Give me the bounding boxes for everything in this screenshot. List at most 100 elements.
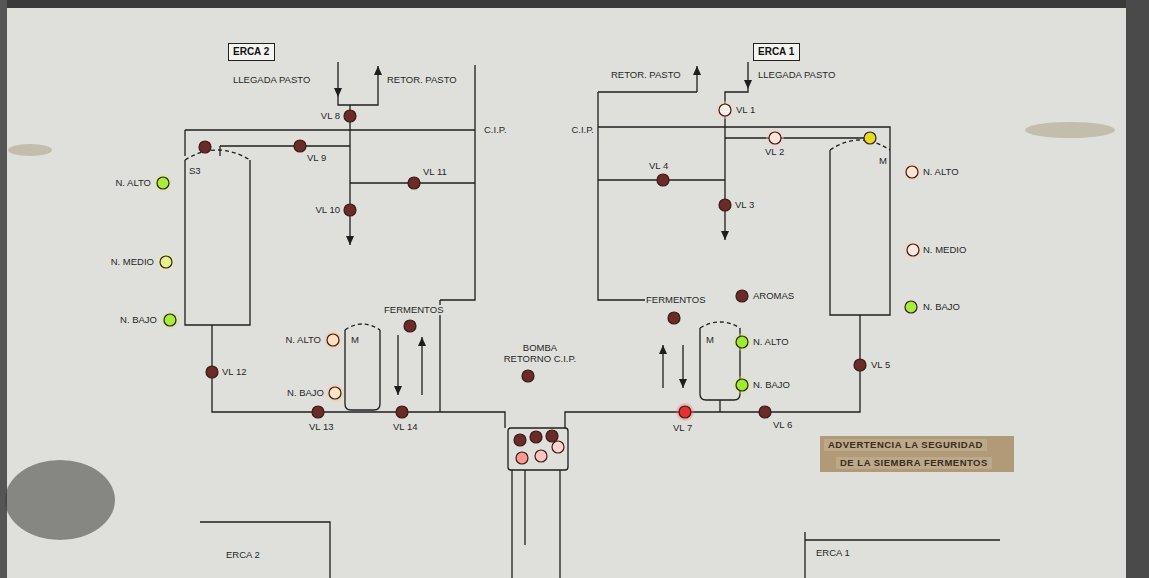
arrow-head [334, 88, 342, 97]
pipe [338, 62, 378, 105]
panel-label: M [878, 156, 888, 167]
panel-label: C.I.P. [483, 125, 508, 136]
lamp-green [164, 314, 176, 326]
panel-label: VL 2 [764, 147, 785, 158]
lamp-lit [327, 334, 339, 346]
panel-label: FERMENTOS [645, 295, 706, 306]
lamp-lit [907, 244, 919, 256]
lamp-glow [157, 253, 175, 271]
pipe [220, 145, 350, 146]
lamp-glow [733, 333, 751, 351]
pipe [598, 92, 650, 300]
arrow-head [374, 66, 382, 75]
panel-label: VL 8 [320, 111, 341, 122]
lamp-lit [552, 441, 564, 453]
pipe [440, 65, 475, 300]
lamp-off [514, 434, 526, 446]
tank-top [185, 150, 250, 160]
lamp-off [522, 370, 534, 382]
lamp-off [736, 290, 748, 302]
lamp-glow [161, 311, 179, 329]
lamp-off [396, 406, 408, 418]
lamp-green [736, 336, 748, 348]
lamp-glow [903, 163, 921, 181]
box-title: ERCA 1 [758, 46, 795, 58]
panel-label: BOMBA RETORNO C.I.P. [502, 343, 578, 365]
plate-backing [820, 436, 1014, 472]
warning-text: DE LA SIEMBRA FERMENTOS [836, 457, 992, 470]
lamp-glow [676, 403, 694, 421]
lamp-off [404, 320, 416, 332]
panel-label: LLEGADA PASTO [757, 70, 836, 81]
panel-label: FERMENTOS [383, 305, 444, 316]
frame-left [0, 0, 7, 578]
panel-label: M [705, 335, 715, 346]
lamp-glow [326, 384, 344, 402]
lamp-lit [719, 104, 731, 116]
lamp-green [736, 379, 748, 391]
pipe [524, 470, 525, 545]
pipe [598, 127, 890, 150]
pipe [212, 325, 505, 428]
arrow-head [744, 80, 752, 89]
frame-right [1126, 0, 1149, 578]
lamp-glow [716, 101, 734, 119]
lamp-red [679, 406, 691, 418]
panel-label: VL 6 [772, 420, 793, 431]
box-title: ERCA 2 [233, 46, 270, 58]
arrow-head [679, 379, 687, 388]
lamp-off [344, 204, 356, 216]
lamp-off [408, 177, 420, 189]
pipe [184, 130, 185, 156]
tank-outline [345, 330, 380, 410]
lamp-off [854, 359, 866, 371]
lamp-off [294, 140, 306, 152]
panel-label: AROMAS [752, 291, 795, 302]
pipe [439, 300, 440, 412]
arrow-head [693, 66, 701, 75]
panel-label: N. MEDIO [110, 257, 155, 268]
panel-label: ERCA 1 [815, 548, 851, 559]
panel-label: S3 [188, 166, 202, 177]
lamp-off [199, 141, 211, 153]
panel-label: VL 11 [422, 167, 448, 178]
lamp-off [657, 174, 669, 186]
lamp-glow [733, 376, 751, 394]
warning-text: ADVERTENCIA LA SEGURIDAD [824, 439, 987, 452]
panel-label: VL 5 [870, 360, 891, 371]
flow-arrows [334, 66, 752, 395]
panel-label: N. ALTO [114, 178, 152, 189]
panel-label: ERCA 2 [225, 550, 261, 561]
panel-label: N. BAJO [752, 380, 791, 391]
panel-label: VL 7 [672, 423, 693, 434]
pipe [804, 532, 805, 578]
lamp-off [206, 366, 218, 378]
panel-label: N. BAJO [119, 315, 158, 326]
lamp-glow [766, 129, 784, 147]
pipe [719, 400, 720, 412]
lamp-green [157, 177, 169, 189]
pipe [598, 91, 697, 92]
panel-label: N. BAJO [286, 388, 325, 399]
pipe [200, 522, 330, 578]
lamp-off [759, 406, 771, 418]
lamp-off [530, 431, 542, 443]
lamp-lit [535, 450, 547, 462]
tank-outline [185, 160, 250, 325]
lamp-green [160, 256, 172, 268]
label-box: ERCA 1 [753, 43, 800, 61]
lamp-off [668, 312, 680, 324]
panel-label: RETOR. PASTO [386, 75, 458, 86]
tank-top [830, 140, 890, 150]
panel-label: VL 14 [392, 422, 418, 433]
panel-label: N. ALTO [922, 167, 960, 178]
lamp-lit [329, 387, 341, 399]
indicator-lamps [154, 101, 922, 464]
lamp-yellow [864, 132, 876, 144]
arrow-head [346, 236, 354, 245]
panel-label: VL 12 [221, 367, 247, 378]
arrow-head [659, 345, 667, 354]
lamp-lit [906, 166, 918, 178]
panel-label: C.I.P. [570, 125, 595, 136]
